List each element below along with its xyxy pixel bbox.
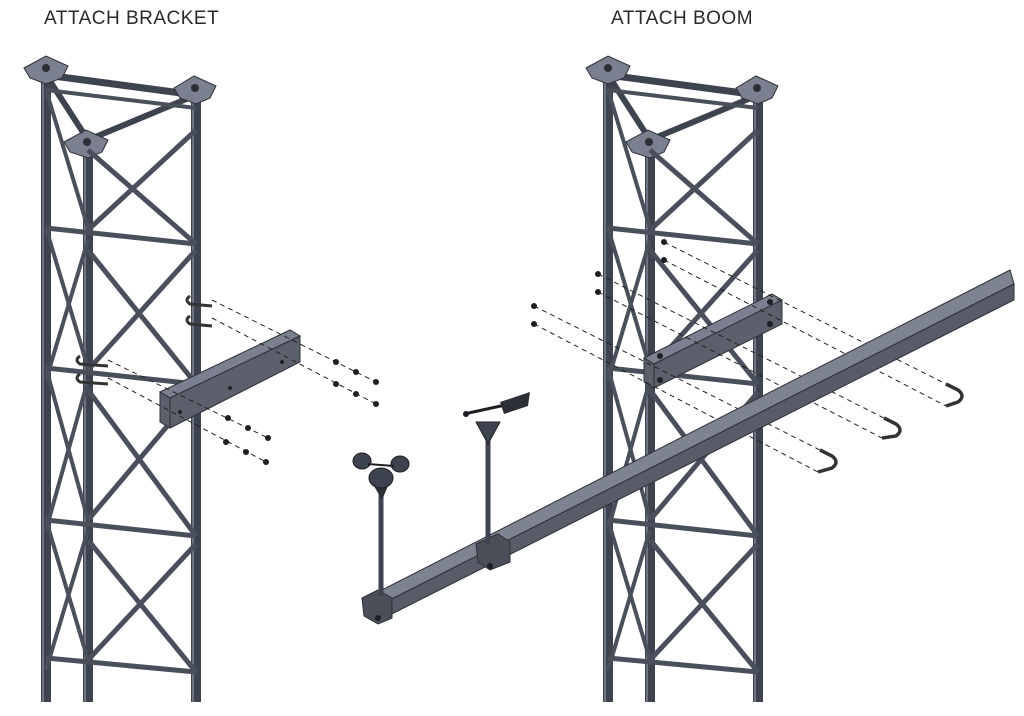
leg-cap	[625, 129, 671, 159]
u-bolt-group-left	[75, 294, 213, 386]
step-title-attach-boom: ATTACH BOOM	[611, 8, 754, 29]
bracket-plate-left	[158, 329, 302, 429]
nuts-left	[223, 359, 379, 465]
bracket-plate-right	[642, 293, 784, 389]
leg-cap	[585, 55, 631, 85]
leg-cap	[173, 75, 217, 105]
anemometer-icon	[352, 452, 410, 596]
wind-vane-icon	[463, 392, 530, 544]
tower-left	[23, 55, 217, 702]
leg-cap	[735, 75, 779, 105]
leg-cap	[23, 55, 69, 85]
nuts-right	[531, 239, 667, 327]
step-title-attach-bracket: ATTACH BRACKET	[44, 8, 220, 29]
u-bolt-group-right	[817, 382, 964, 474]
boom-arm	[361, 269, 1015, 625]
leg-cap	[63, 129, 109, 159]
tower-right	[585, 55, 779, 702]
bolt-dash-lines-left	[107, 299, 377, 463]
bolt-dash-lines-right	[533, 241, 947, 473]
